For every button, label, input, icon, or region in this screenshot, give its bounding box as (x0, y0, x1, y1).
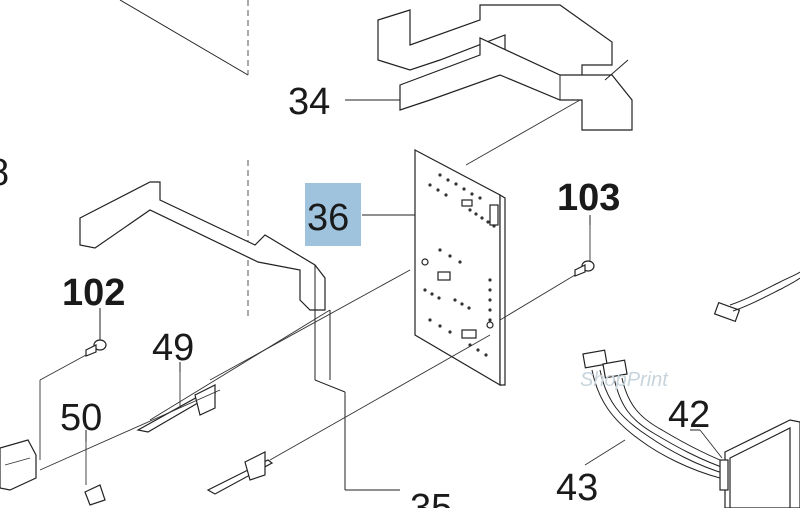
callout-49: 49 (152, 327, 194, 369)
callout-36-highlight (305, 183, 361, 246)
part-34-bracket (377, 4, 633, 166)
part-42-board (699, 419, 800, 509)
part-43-harness (582, 349, 736, 479)
part-103-screw (499, 225, 595, 321)
callout-8: 8 (0, 152, 9, 194)
watermark-text: ShopPrint (580, 369, 669, 391)
callout-34: 34 (288, 81, 330, 123)
callout-36: 36 (307, 197, 349, 239)
callout-50: 50 (60, 397, 102, 439)
callout-102: 102 (62, 272, 125, 314)
housing-outline (119, 0, 249, 320)
callout-35: 35 (410, 487, 452, 508)
leader-lines (85, 99, 700, 442)
callout-42: 42 (668, 394, 710, 436)
callout-43: 43 (556, 467, 598, 508)
callout-103: 103 (557, 177, 620, 219)
part-50-bracket (39, 334, 491, 506)
right-cable-connector (713, 271, 800, 323)
left-connector (0, 439, 37, 491)
part-36-circuit-board (414, 149, 506, 387)
